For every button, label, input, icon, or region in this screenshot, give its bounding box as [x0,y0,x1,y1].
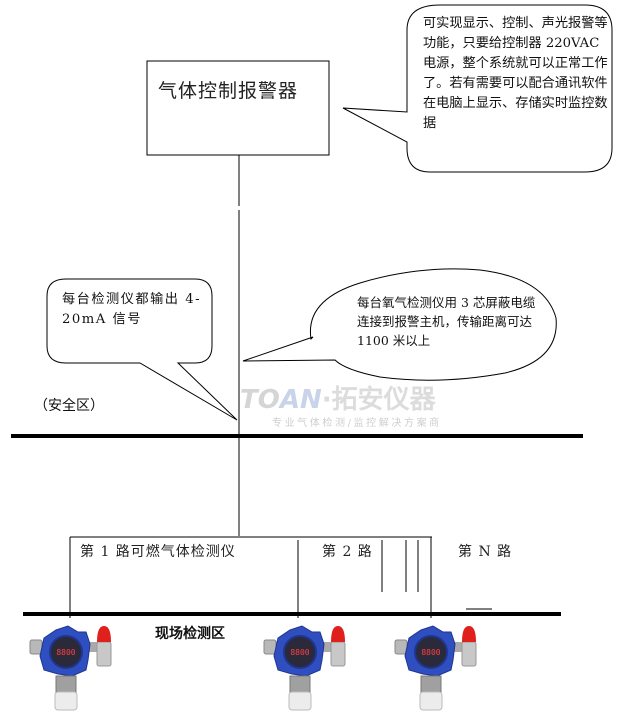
watermark-logo: TOAN·拓安仪器 [240,379,436,416]
safe-zone-label: （安全区） [34,398,104,414]
channel-n-label: 第 N 路 [458,544,513,560]
cable-callout-text: 每台氧气检测仪用 3 芯屏蔽电缆连接到报警主机，传输距离可达 1100 米以上 [357,295,536,348]
channel-2-label: 第 2 路 [322,544,373,560]
gas-detector-1-icon: 8800 [28,622,123,722]
svg-text:8800: 8800 [56,648,75,657]
controller-title: 气体控制报警器 [158,80,299,102]
controller-callout-shape [342,4,613,173]
channel-1-label: 第 1 路可燃气体检测仪 [80,544,236,560]
controller-box [146,60,330,156]
field-zone-label: 现场检测区 [155,626,225,642]
gas-detector-n-icon: 8800 [393,622,488,722]
watermark-logo-cn: ·拓安仪器 [321,385,436,415]
controller-callout-text: 可实现显示、控制、声光报警等功能，只要给控制器 220VAC 电源，整个系统就可… [423,16,608,131]
watermark-logo-an: AN [279,385,322,415]
watermark-tagline: 专业气体检测/监控解决方案商 [272,418,442,429]
svg-text:8800: 8800 [421,648,440,657]
signal-callout-shape [46,278,238,421]
watermark-logo-to: TO [240,385,280,415]
signal-callout-text: 每台检测仪都输出 4-20mA 信号 [62,292,202,327]
cable-callout-shape [242,268,557,381]
gas-detector-2-icon: 8800 [262,622,357,722]
svg-text:8800: 8800 [290,648,309,657]
